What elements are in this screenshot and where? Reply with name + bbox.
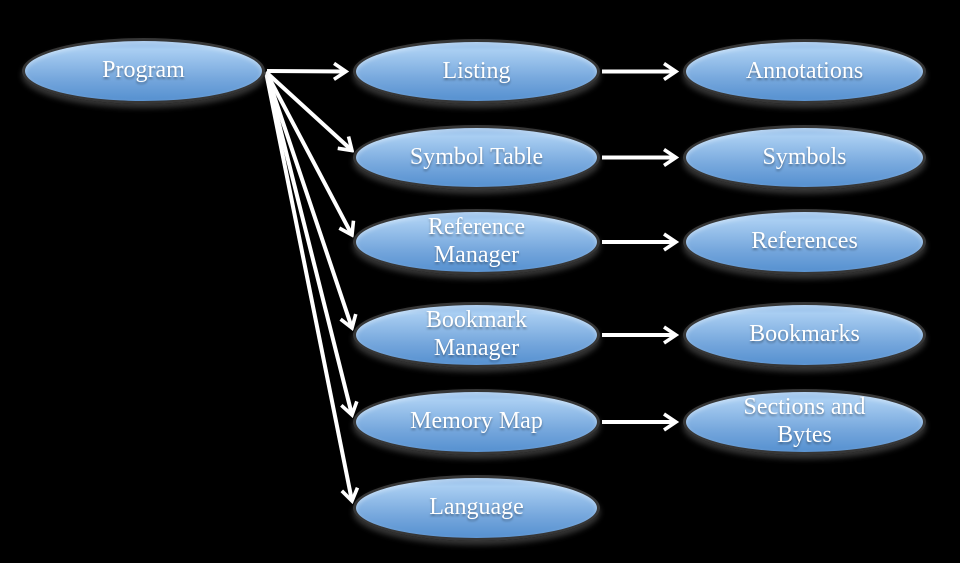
node-label: Annotations <box>745 57 864 84</box>
node-label: Symbol Table <box>409 143 544 170</box>
node-listing: Listing <box>353 39 600 104</box>
node-label: Listing <box>442 57 511 84</box>
arrow-program-to-listing <box>266 71 346 72</box>
node-label: Bookmarks <box>749 321 860 348</box>
node-memory-map: Memory Map <box>353 389 600 455</box>
node-symbol-table: Symbol Table <box>353 125 600 190</box>
node-label: Reference Manager <box>427 214 526 268</box>
node-bookmarks: Bookmarks <box>683 302 926 368</box>
node-annotations: Annotations <box>683 39 926 104</box>
arrow-program-to-memory-map <box>264 71 352 415</box>
node-program: Program <box>22 38 265 104</box>
node-bookmark-manager: Bookmark Manager <box>353 302 600 368</box>
node-sections-bytes: Sections and Bytes <box>683 389 926 455</box>
node-references: References <box>683 209 926 275</box>
node-language: Language <box>353 475 600 541</box>
node-label: Language <box>429 494 524 521</box>
node-reference-manager: Reference Manager <box>353 209 600 275</box>
arrow-program-to-symbol-table <box>264 70 352 151</box>
node-label: References <box>751 228 858 255</box>
arrow-program-to-bookmark-manager <box>264 71 352 328</box>
node-label: Symbols <box>762 143 847 170</box>
arrow-program-to-language <box>264 71 352 501</box>
node-label: Bookmark Manager <box>425 307 528 361</box>
arrow-program-to-reference-manager <box>264 71 352 235</box>
node-label: Sections and Bytes <box>743 394 866 448</box>
node-label: Program <box>102 57 185 84</box>
node-label: Memory Map <box>410 408 543 435</box>
node-symbols: Symbols <box>683 125 926 190</box>
